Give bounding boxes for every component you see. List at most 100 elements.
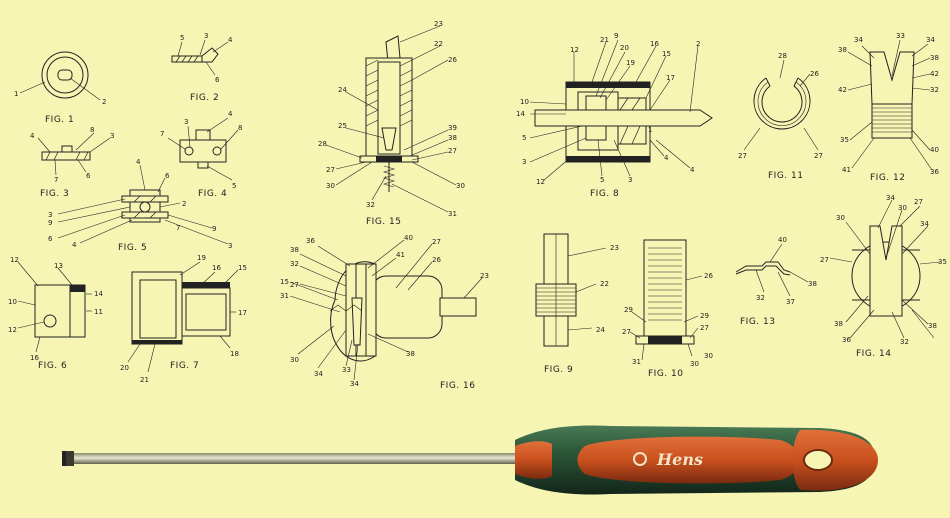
label: 33 <box>342 366 351 374</box>
label: 12 <box>8 326 17 334</box>
label: 42 <box>838 86 847 94</box>
label: 31 <box>632 358 641 366</box>
label: 30 <box>704 352 713 360</box>
label: 32 <box>756 294 765 302</box>
label: 40 <box>404 234 413 242</box>
label: 4 <box>690 166 695 174</box>
label: 39 <box>448 124 457 132</box>
label: 17 <box>666 74 675 82</box>
fig-13: 40 32 37 38 FIG. 13 <box>735 236 817 327</box>
label: 8 <box>90 126 94 134</box>
label: 31 <box>280 292 289 300</box>
thread-lines <box>648 247 682 321</box>
label: 27 <box>622 328 631 336</box>
label: 38 <box>808 280 817 288</box>
label: 34 <box>926 36 935 44</box>
label: 27 <box>814 152 823 160</box>
fig-3: 4 8 3 7 6 FIG. 3 <box>30 126 114 199</box>
label: 23 <box>480 272 489 280</box>
label: 36 <box>842 336 851 344</box>
label: 13 <box>54 262 63 270</box>
label: 19 <box>626 59 635 67</box>
fig-4: 7 3 4 8 5 FIG. 4 <box>160 110 242 199</box>
label: 28 <box>778 52 787 60</box>
label: 30 <box>690 360 699 368</box>
label: 27 <box>700 324 709 332</box>
figure-caption: FIG. 9 <box>544 365 573 375</box>
label: 12 <box>10 256 19 264</box>
fig-6: 12 13 14 10 11 12 16 FIG. 6 <box>8 256 103 371</box>
label: 38 <box>930 54 939 62</box>
screwdriver: Hens <box>62 425 878 495</box>
label: 32 <box>930 86 939 94</box>
label: 7 <box>160 130 164 138</box>
fig-15: 23 22 26 24 25 28 39 38 27 27 30 32 30 3… <box>318 20 465 227</box>
label: 4 <box>228 36 233 44</box>
label: 12 <box>536 178 545 186</box>
label: 17 <box>238 309 247 317</box>
label: 32 <box>290 260 299 268</box>
label: 3 <box>110 132 114 140</box>
figure-caption: FIG. 4 <box>198 189 227 199</box>
label: 6 <box>215 76 220 84</box>
figure-caption: FIG. 10 <box>648 369 683 379</box>
label: 16 <box>212 264 221 272</box>
label: 26 <box>810 70 819 78</box>
label: 16 <box>650 40 659 48</box>
label: 2 <box>182 200 186 208</box>
label: 5 <box>180 34 184 42</box>
screwdriver-handle: Hens <box>515 425 878 495</box>
label: 5 <box>522 134 526 142</box>
label: 27 <box>820 256 829 264</box>
label: 3 <box>204 32 208 40</box>
label: 33 <box>896 32 905 40</box>
label: 4 <box>30 132 35 140</box>
brand-mark-icon <box>633 452 647 466</box>
label: 15 <box>238 264 247 272</box>
label: 38 <box>834 320 843 328</box>
fig-14: 34 30 30 34 27 27 35 38 36 32 38 FIG. 14 <box>820 194 947 359</box>
figure-caption: FIG. 13 <box>740 317 775 327</box>
label: 20 <box>120 364 129 372</box>
fig-12: 34 33 34 38 38 42 42 32 35 40 41 36 FIG.… <box>838 32 939 183</box>
figure-caption: FIG. 6 <box>38 361 67 371</box>
label: 19 <box>197 254 206 262</box>
label: 29 <box>624 306 633 314</box>
label: 26 <box>432 256 441 264</box>
figure-caption: FIG. 7 <box>170 361 199 371</box>
label: 34 <box>350 380 359 388</box>
label: 16 <box>30 354 39 362</box>
label: 29 <box>700 312 709 320</box>
label: 3 <box>522 158 526 166</box>
label: 35 <box>938 258 947 266</box>
fig-10: 26 29 29 27 27 31 30 30 FIG. 10 <box>622 239 713 379</box>
label: 4 <box>664 154 669 162</box>
figure-caption: FIG. 14 <box>856 349 891 359</box>
label: 4 <box>136 158 141 166</box>
fig-8: 12 21 9 20 19 16 15 17 2 10 14 5 3 12 5 … <box>516 32 713 199</box>
figure-caption: FIG. 1 <box>45 115 74 125</box>
label: 27 <box>290 281 299 289</box>
label: 24 <box>338 86 347 94</box>
figure-caption: FIG. 15 <box>366 217 401 227</box>
label: 34 <box>854 36 863 44</box>
label: 38 <box>838 46 847 54</box>
figure-caption: FIG. 11 <box>768 171 803 181</box>
label: 34 <box>920 220 929 228</box>
fig-9: 23 22 24 FIG. 9 <box>535 233 619 375</box>
label: 28 <box>318 140 327 148</box>
label: 2 <box>696 40 700 48</box>
label: 15 <box>280 278 289 286</box>
label: 21 <box>140 376 149 384</box>
hang-hole <box>803 449 833 471</box>
fig-16: 36 38 32 15 27 31 40 41 27 26 23 30 34 3… <box>280 234 489 391</box>
fig-2: 5 3 4 6 FIG. 2 <box>171 32 233 103</box>
label: 15 <box>662 50 671 58</box>
label: 6 <box>86 172 91 180</box>
label: 3 <box>184 118 188 126</box>
label: 27 <box>448 147 457 155</box>
label: 36 <box>306 237 315 245</box>
figure-caption: FIG. 12 <box>870 173 905 183</box>
label: 26 <box>448 56 457 64</box>
label: 27 <box>326 166 335 174</box>
